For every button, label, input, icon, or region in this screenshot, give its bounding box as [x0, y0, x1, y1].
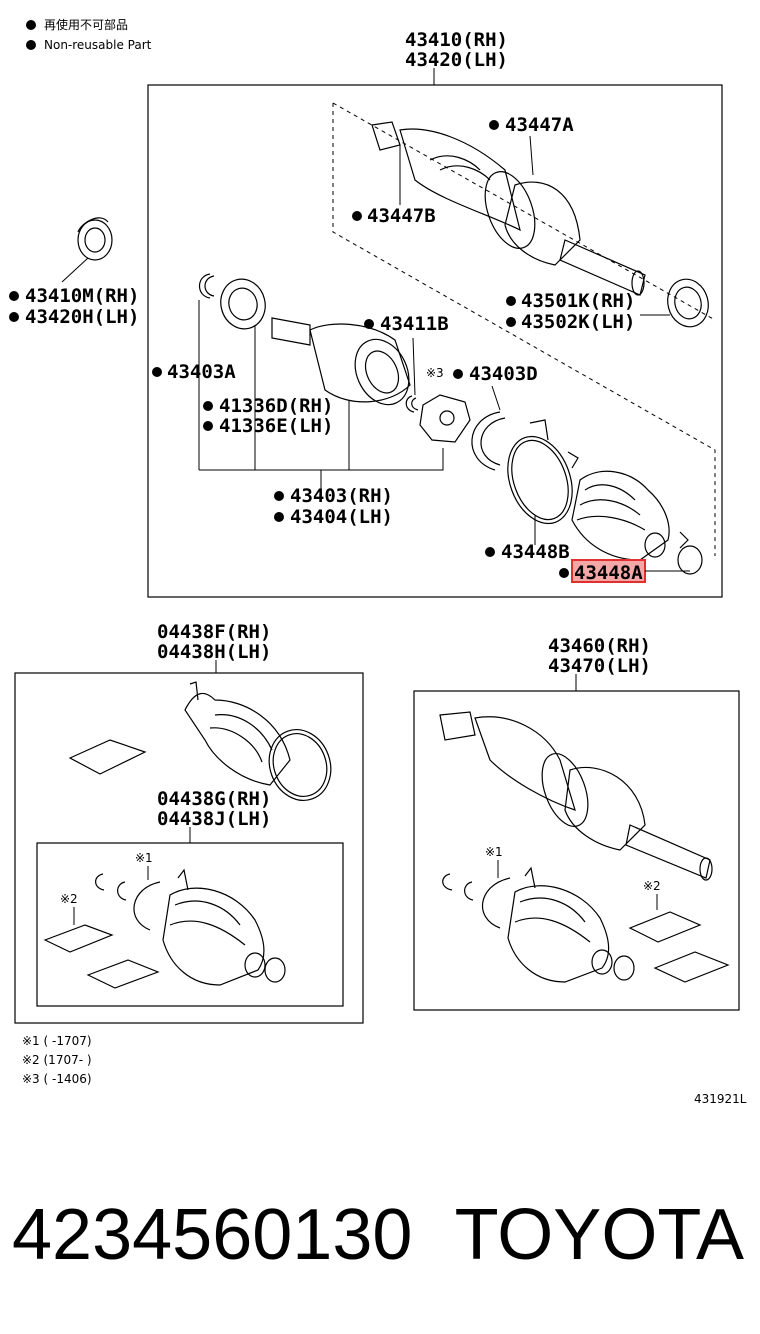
- leader-43403d: [491, 385, 501, 411]
- right-outer-shaft-drawing: [439, 711, 713, 881]
- bullet-41336e: [203, 421, 213, 431]
- bullet-43448a: [559, 568, 569, 578]
- label-43410-rh: 43410(RH): [405, 29, 508, 51]
- exploded-parts-diagram: 再使用不可部品 Non-reusable Part 43410(RH) 4342…: [9, 17, 747, 1106]
- leader-43447a: [529, 135, 534, 176]
- oil-seal-drawing: [220, 278, 266, 330]
- label-43447b: 43447B: [367, 205, 436, 227]
- dashed-outline-lower: [332, 103, 716, 556]
- mark1-left: ※1: [135, 851, 153, 865]
- bullet-43501k: [506, 296, 516, 306]
- label-43420h: 43420H(LH): [25, 306, 139, 328]
- label-43411b: 43411B: [380, 313, 449, 335]
- note-2: ※2 (1707- ): [22, 1053, 92, 1067]
- inboard-boot-drawing: [571, 470, 703, 575]
- bracket-43403: [199, 448, 444, 471]
- legend-bullet-jp: [26, 20, 36, 30]
- label-43404: 43404(LH): [290, 506, 393, 528]
- dust-seal-right-drawing: [667, 278, 709, 328]
- brand-name: TOYOTA: [454, 1195, 744, 1275]
- bullet-43404: [274, 512, 284, 522]
- note3-mark: ※3: [426, 366, 444, 380]
- grease-pack-3-drawing: [86, 959, 160, 989]
- snap-ring-drawing: [198, 273, 215, 299]
- label-43403a: 43403A: [167, 361, 236, 383]
- label-43448b: 43448B: [501, 541, 570, 563]
- label-43470-lh: 43470(LH): [548, 655, 651, 677]
- note-1: ※1 ( -1707): [22, 1034, 92, 1048]
- bullet-43420h: [9, 312, 19, 322]
- leader-43411b: [412, 337, 416, 396]
- label-41336d: 41336D(RH): [219, 395, 333, 417]
- legend-en: Non-reusable Part: [44, 38, 152, 52]
- bullet-43502k: [506, 317, 516, 327]
- label-43420-lh: 43420(LH): [405, 49, 508, 71]
- right-grease-pack-1-drawing: [628, 911, 702, 943]
- kit-box-left: [14, 672, 364, 1024]
- small-snap-ring-drawing: [405, 395, 419, 413]
- label-43448a[interactable]: 43448A: [574, 562, 643, 584]
- bullet-43411b: [364, 319, 374, 329]
- label-43460-rh: 43460(RH): [548, 635, 651, 657]
- label-43447a: 43447A: [505, 114, 574, 136]
- label-kit-h: 04438H(LH): [157, 641, 271, 663]
- label-41336e: 41336E(LH): [219, 415, 333, 437]
- bullet-43447b: [352, 211, 362, 221]
- main-assembly-frame: [147, 84, 723, 598]
- grease-pack-1-drawing: [68, 739, 147, 775]
- note-3: ※3 ( -1406): [22, 1072, 92, 1086]
- leader-43410m: [61, 257, 89, 283]
- part-number: 4234560130: [12, 1195, 413, 1275]
- label-43410m: 43410M(RH): [25, 285, 139, 307]
- kit-boot-outer-drawing: [184, 681, 332, 801]
- label-43403: 43403(RH): [290, 485, 393, 507]
- bullet-43403d: [453, 369, 463, 379]
- bullet-43410m: [9, 291, 19, 301]
- label-43502k: 43502K(LH): [521, 311, 635, 333]
- bottom-caption: 4234560130 TOYOTA: [0, 1185, 760, 1285]
- outer-shaft-assembly-drawing: [371, 121, 646, 296]
- mark1-right: ※1: [485, 845, 503, 859]
- dashed-outline-upper: [332, 102, 716, 321]
- bullet-43403a: [152, 367, 162, 377]
- kit-box-inner: [36, 842, 344, 1007]
- tripod-joint-drawing: [419, 394, 471, 443]
- grease-pack-2-drawing: [43, 924, 114, 953]
- bullet-43403: [274, 491, 284, 501]
- right-grease-pack-2-drawing: [653, 951, 730, 983]
- label-kit-j: 04438J(LH): [157, 808, 271, 830]
- label-kit-f: 04438F(RH): [157, 621, 271, 643]
- right-assembly-frame: [413, 690, 740, 1011]
- large-snap-ring-drawing: [471, 411, 506, 471]
- dust-cover-drawing: [77, 217, 113, 261]
- label-kit-g: 04438G(RH): [157, 788, 271, 810]
- label-43403d: 43403D: [469, 363, 538, 385]
- bullet-41336d: [203, 401, 213, 411]
- boot-band-drawing: [507, 419, 579, 525]
- mark2-left: ※2: [60, 892, 78, 906]
- kit-inboard-parts-drawing: [95, 868, 286, 986]
- right-inboard-parts-drawing: [442, 866, 635, 983]
- bullet-43447a: [489, 120, 499, 130]
- legend-jp: 再使用不可部品: [44, 17, 128, 32]
- legend-bullet-en: [26, 40, 36, 50]
- mark2-right: ※2: [643, 879, 661, 893]
- bullet-43448b: [485, 547, 495, 557]
- figure-id: 431921L: [694, 1092, 747, 1106]
- label-43501k: 43501K(RH): [521, 290, 635, 312]
- inboard-joint-housing-drawing: [271, 317, 411, 406]
